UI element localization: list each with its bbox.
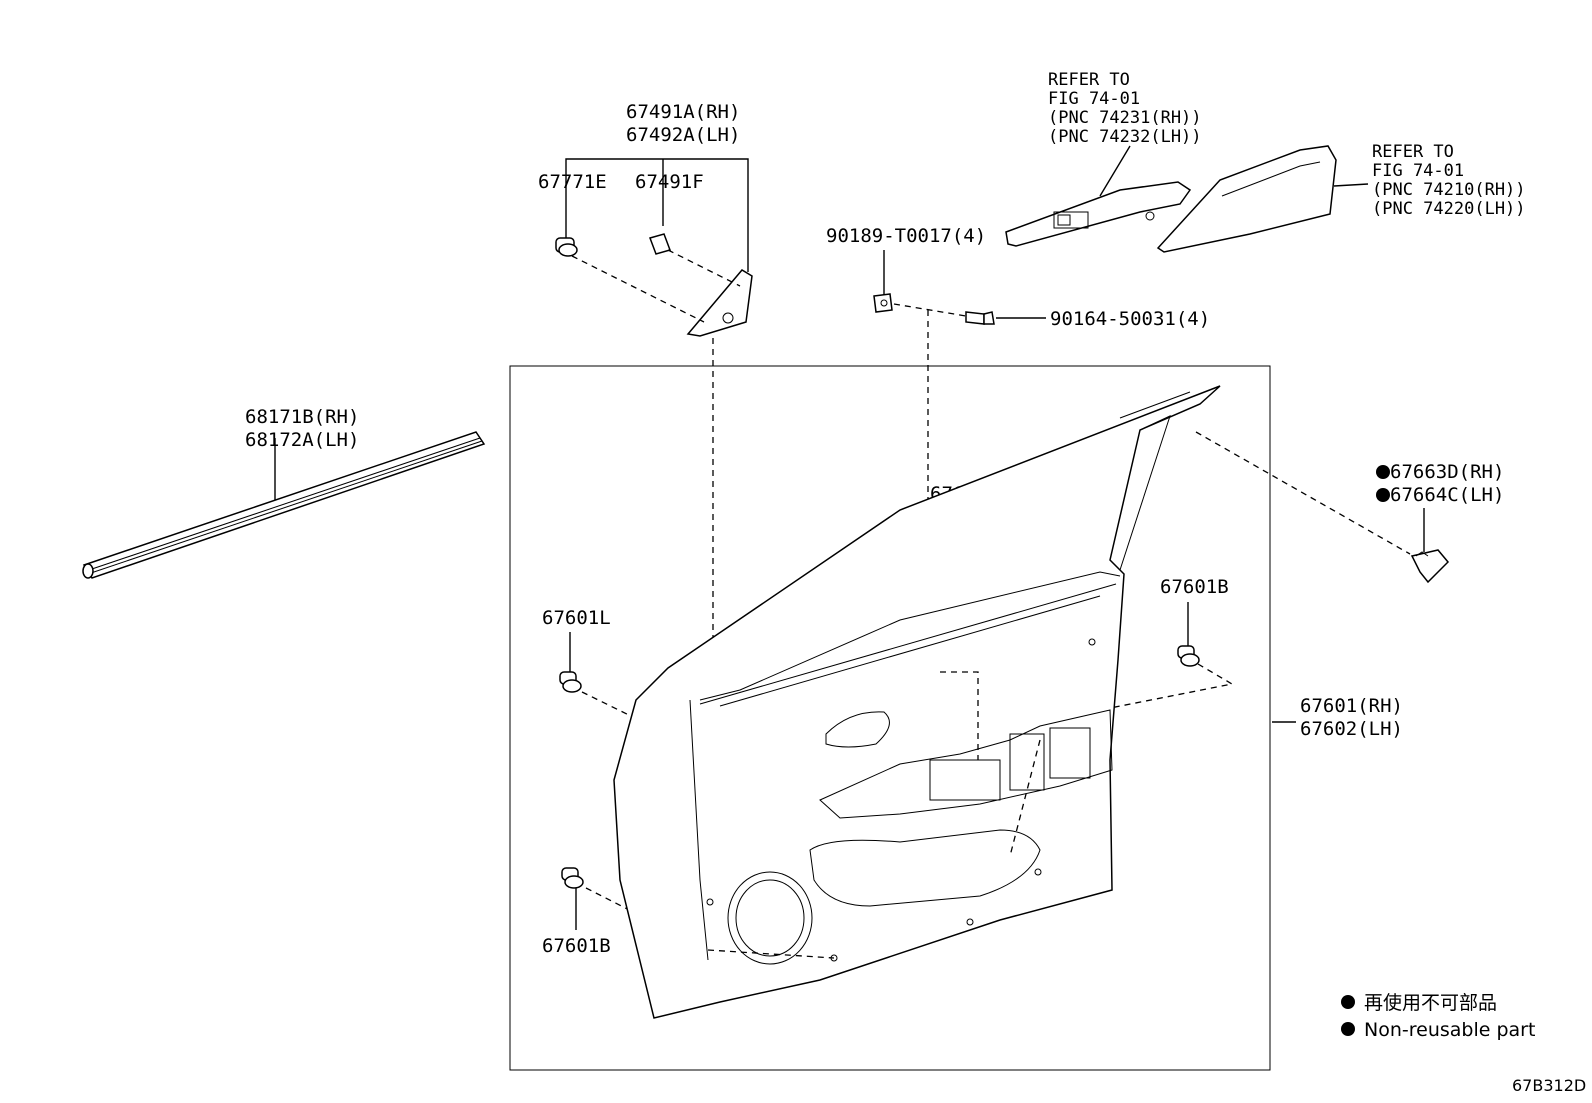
refer2-line4: (PNC 74220(LH)): [1372, 199, 1526, 219]
figure-code: 67B312D: [1512, 1076, 1586, 1095]
label-67663D: 67663D(RH): [1390, 461, 1504, 483]
label-67601B-right: 67601B: [1160, 576, 1229, 598]
refer2-line3: (PNC 74210(RH)): [1372, 180, 1526, 200]
label-67601L-left: 67601L: [542, 607, 611, 629]
screw-90164-part: [965, 311, 995, 325]
refer2-line2: FIG 74-01: [1372, 161, 1464, 181]
clip-67601B-bottom-part: [561, 867, 584, 889]
refer1-line4: (PNC 74232(LH)): [1048, 127, 1202, 147]
legend-dot-2: [1341, 1022, 1355, 1036]
legend-japanese: 再使用不可部品: [1364, 992, 1497, 1014]
label-90164: 90164-50031(4): [1050, 308, 1210, 330]
label-67601B-bottom: 67601B: [542, 935, 611, 957]
label-67491A: 67491A(RH): [626, 101, 740, 123]
clip-67601L-left-part: [559, 671, 582, 693]
label-67491F: 67491F: [635, 171, 704, 193]
legend-dot-1: [1341, 995, 1355, 1009]
refer1-line3: (PNC 74231(RH)): [1048, 108, 1202, 128]
clip-90189-part: [873, 293, 893, 313]
armrest-upper-part: [1156, 145, 1337, 253]
refer1-line1: REFER TO: [1048, 70, 1130, 90]
label-67492A: 67492A(LH): [626, 124, 740, 146]
refer2-line1: REFER TO: [1372, 142, 1454, 162]
switch-base-part: [1005, 181, 1192, 247]
legend-english: Non-reusable part: [1364, 1019, 1535, 1041]
leader-refer1: [1099, 145, 1131, 197]
clip-67771E-part: [555, 237, 578, 257]
door-trim-panel-part: [613, 385, 1221, 1019]
label-67664C: 67664C(LH): [1390, 484, 1504, 506]
belt-moulding-part: [82, 431, 486, 579]
assembly-frame: [509, 365, 1271, 1071]
corner-cover-part: [686, 269, 753, 337]
refer1-line2: FIG 74-01: [1048, 89, 1140, 109]
label-90189: 90189-T0017(4): [826, 225, 986, 247]
label-67771E: 67771E: [538, 171, 607, 193]
nonreusable-dot-1: [1376, 465, 1390, 479]
label-67602: 67602(LH): [1300, 718, 1403, 740]
clip-67491F-part: [649, 233, 671, 255]
label-68172A: 68172A(LH): [245, 429, 359, 451]
label-68171B: 68171B(RH): [245, 406, 359, 428]
clip-67601B-right-part: [1177, 645, 1200, 667]
leader-refer2: [1333, 183, 1369, 187]
nonreusable-dot-2: [1376, 488, 1390, 502]
bracket-67491A: [565, 158, 749, 272]
label-67601: 67601(RH): [1300, 695, 1403, 717]
clip-67663D-part: [1410, 549, 1450, 584]
